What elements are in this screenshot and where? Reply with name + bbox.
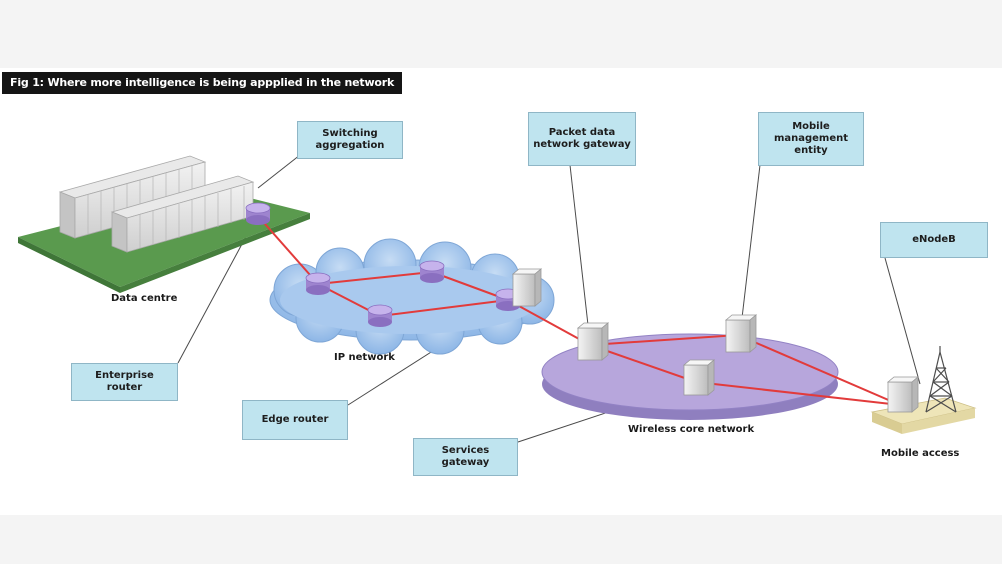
link-dc-ip <box>257 215 319 285</box>
link-ip-core <box>507 299 591 346</box>
link-ip-1 <box>317 271 433 285</box>
link-core-1 <box>589 334 739 346</box>
data-centre <box>18 155 310 293</box>
ip-router-left <box>305 272 331 295</box>
callout-services-gateway: Services gateway <box>413 438 518 476</box>
callout-mme: Mobile management entity <box>758 112 864 166</box>
leader-enodeb <box>884 257 921 385</box>
callout-pdn-gateway: Packet data network gateway <box>528 112 636 166</box>
caption-data-centre: Data centre <box>111 293 178 304</box>
link-core-access-2 <box>695 381 901 406</box>
services-gateway-box <box>682 359 716 396</box>
enterprise-router-node <box>245 202 271 225</box>
radio-tower-icon <box>925 346 957 413</box>
link-ip-2 <box>431 271 509 301</box>
link-core-access-1 <box>737 334 901 406</box>
pdn-gateway-box <box>576 322 610 361</box>
enodeb-box <box>886 376 920 413</box>
figure-title: Fig 1: Where more intelligence is being … <box>2 72 403 94</box>
leader-pdn-gateway <box>569 164 589 326</box>
mobile-access-base <box>870 397 977 434</box>
callout-enodeb: eNodeB <box>880 222 988 258</box>
ip-router-top <box>419 260 445 283</box>
caption-ip-network: IP network <box>334 352 395 363</box>
caption-mobile-access: Mobile access <box>881 448 960 459</box>
caption-wireless-core: Wireless core network <box>628 424 755 435</box>
mme-box <box>724 314 758 353</box>
leader-mme <box>741 164 761 319</box>
callout-switching-aggregation: Switching aggregation <box>297 121 403 159</box>
leader-switching <box>257 154 301 189</box>
gateway-boxes <box>511 268 920 413</box>
callout-edge-router: Edge router <box>242 400 348 440</box>
ip-router-bottom <box>367 304 393 327</box>
routers <box>245 202 521 327</box>
server-rack-row-1 <box>58 155 207 239</box>
callout-enterprise-router: Enterprise router <box>71 363 178 401</box>
link-ip-4 <box>379 299 509 317</box>
server-rack-row-2 <box>110 175 255 253</box>
edge-router-node <box>495 288 521 311</box>
edge-server-box <box>511 268 543 307</box>
ip-network-cloud <box>269 238 555 355</box>
